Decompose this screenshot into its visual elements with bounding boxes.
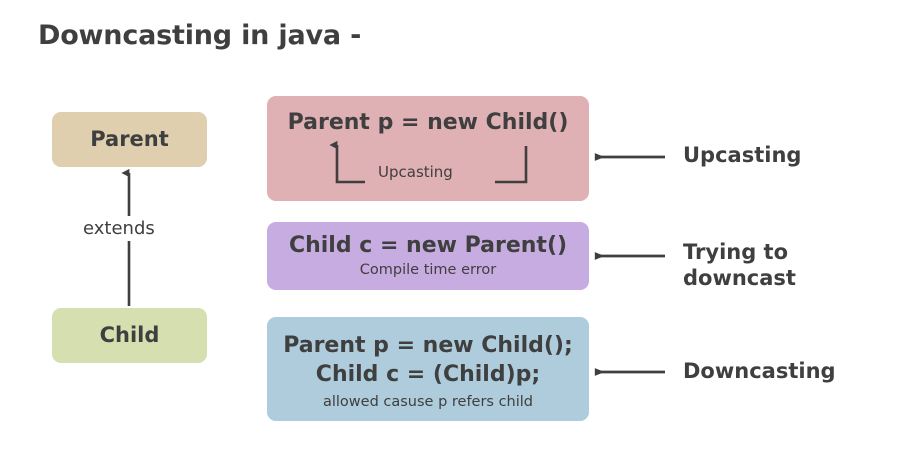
class-box-parent-label: Parent — [90, 127, 169, 152]
page-title: Downcasting in java - — [38, 20, 362, 51]
class-box-child-label: Child — [99, 323, 160, 348]
code-box-upcast-code: Parent p = new Child() — [287, 110, 569, 135]
code-box-downcast: Parent p = new Child(); Child c = (Child… — [267, 317, 589, 421]
code-box-trying-code: Child c = new Parent() — [288, 233, 568, 259]
code-box-trying-to-downcast: Child c = new Parent() Compile time erro… — [267, 222, 589, 290]
code-box-upcast: Parent p = new Child() — [267, 96, 589, 201]
code-box-downcast-note: allowed casuse p refers child — [322, 394, 534, 411]
code-box-downcast-code-line-2: Child c = (Child)p; — [315, 362, 541, 388]
code-box-downcast-code-line-1: Parent p = new Child(); — [283, 333, 573, 358]
extends-label: extends — [83, 218, 155, 239]
callout-label-upcasting: Upcasting — [683, 143, 802, 167]
class-box-child: Child — [52, 308, 207, 363]
callout-label-trying-to-downcast: Trying to downcast — [683, 240, 796, 290]
upcasting-caption: Upcasting — [378, 163, 453, 181]
code-box-trying-note: Compile time error — [359, 262, 497, 279]
class-box-parent: Parent — [52, 112, 207, 167]
callout-label-downcasting: Downcasting — [683, 359, 836, 383]
